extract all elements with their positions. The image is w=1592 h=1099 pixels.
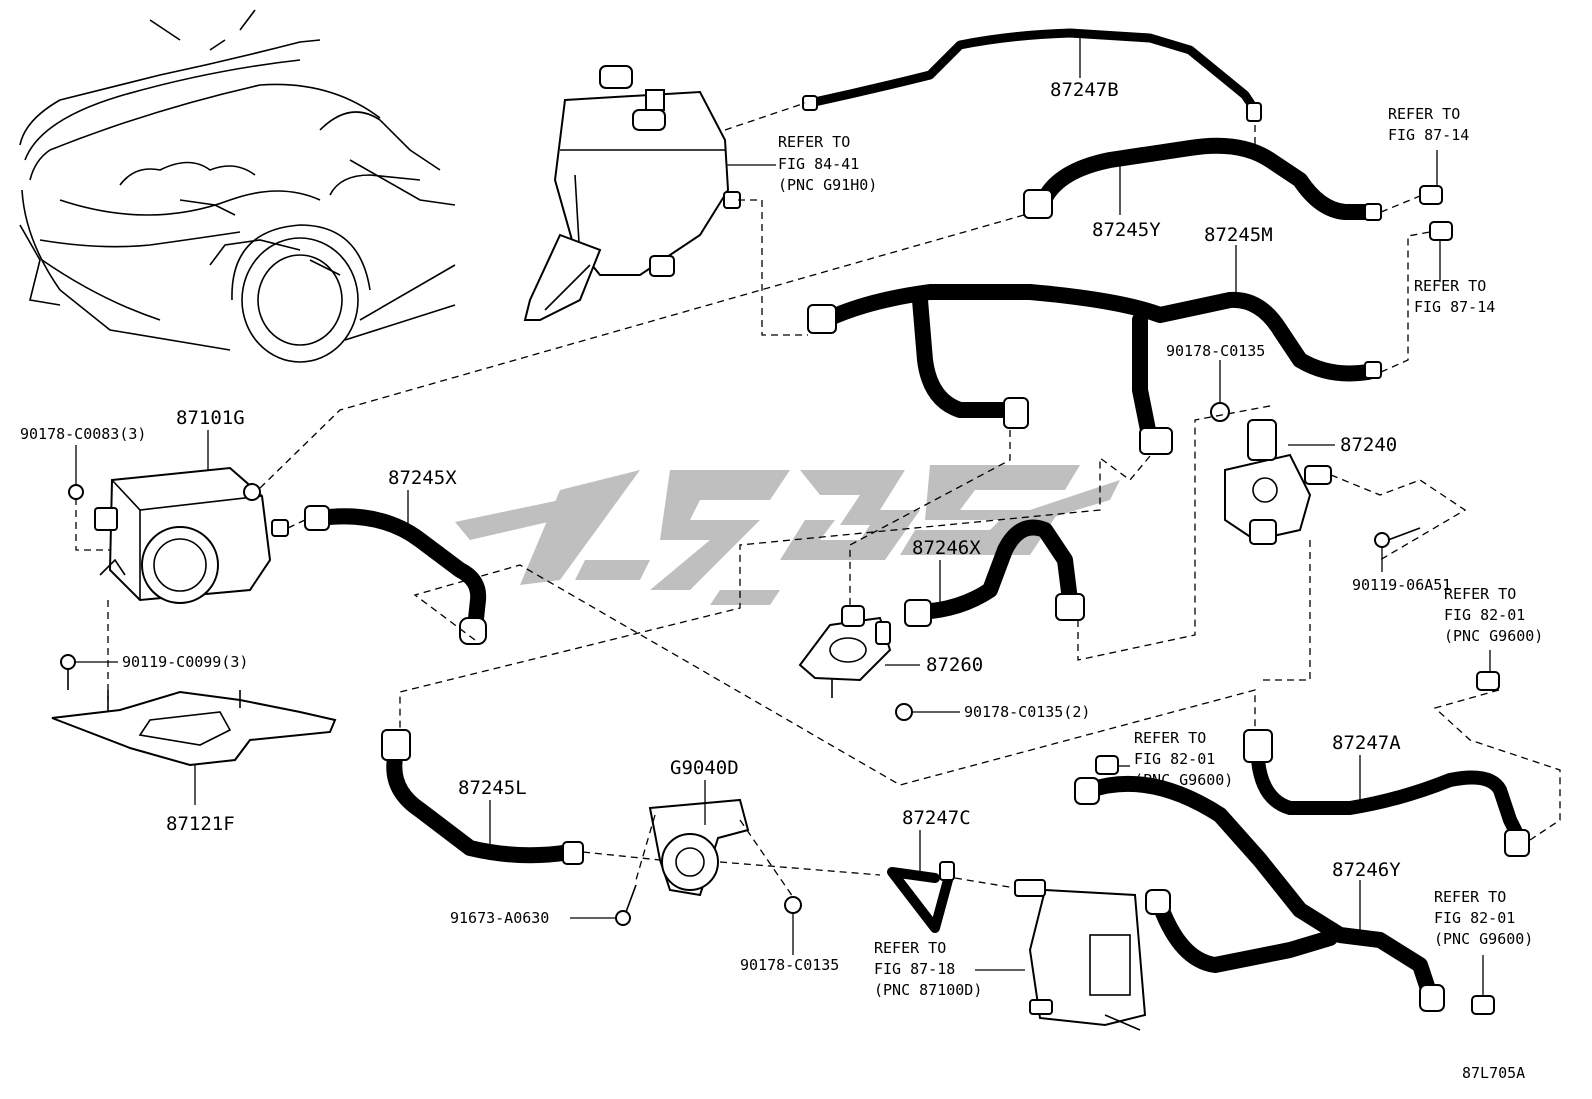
part-87247B-pipe	[802, 28, 1262, 122]
label-87245X: 87245X	[388, 467, 457, 489]
refer-line: FIG 82-01	[1434, 909, 1515, 927]
refer-line: FIG 82-01	[1134, 750, 1215, 768]
part-87246Y-hose	[1074, 775, 1445, 1012]
label-87245M: 87245M	[1204, 224, 1273, 246]
label-87245Y: 87245Y	[1092, 219, 1161, 241]
vehicle-front-illustration	[19, 9, 456, 363]
part-87246X-hose	[904, 519, 1085, 627]
refer-line: REFER TO	[1134, 729, 1206, 747]
part-87247A-hose	[1243, 729, 1530, 857]
refer-line: REFER TO	[778, 133, 850, 151]
label-87121F: 87121F	[166, 813, 235, 835]
refer-line: FIG 82-01	[1444, 606, 1525, 624]
refer-line: FIG 87-14	[1414, 298, 1495, 316]
label-87246X: 87246X	[912, 537, 981, 559]
label-90119-06A51: 90119-06A51	[1352, 576, 1451, 594]
label-87101G: 87101G	[176, 407, 245, 429]
label-87260: 87260	[926, 654, 983, 676]
label-87247C: 87247C	[902, 807, 971, 829]
refer-line: REFER TO	[1434, 888, 1506, 906]
part-87245X-hose	[304, 505, 487, 645]
cooler-unit-87100D	[1014, 879, 1147, 1031]
refer-line: FIG 84-41	[778, 155, 859, 173]
label-90178-C0135-b: 90178-C0135(2)	[964, 703, 1090, 721]
part-87240-valve	[1224, 419, 1332, 545]
part-87245M-hose	[807, 284, 1382, 455]
part-87247C-pipe	[887, 861, 955, 933]
refer-line: (PNC G9600)	[1134, 771, 1233, 789]
refer-line: (PNC G9600)	[1434, 930, 1533, 948]
part-87245L-hose	[381, 729, 584, 865]
part-87245Y-hose	[1023, 137, 1382, 221]
refer-line: (PNC G91H0)	[778, 176, 877, 194]
refer-note-fig-87-18[interactable]: REFER TO FIG 87-18 (PNC 87100D)	[874, 939, 982, 999]
label-87245L: 87245L	[458, 777, 527, 799]
small-connectors	[60, 185, 1500, 1015]
part-87260-pump	[798, 605, 892, 698]
refer-note-fig-82-01-a[interactable]: REFER TO FIG 82-01 (PNC G9600)	[1444, 585, 1543, 645]
part-87101G-pump	[94, 466, 289, 604]
refer-line: REFER TO	[1414, 277, 1486, 295]
refer-line: REFER TO	[874, 939, 946, 957]
refer-line: (PNC 87100D)	[874, 981, 982, 999]
refer-note-fig-82-01-b[interactable]: REFER TO FIG 82-01 (PNC G9600)	[1134, 729, 1233, 789]
label-90178-C0135-a: 90178-C0135	[1166, 342, 1265, 360]
refer-line: REFER TO	[1388, 105, 1460, 123]
refer-line: REFER TO	[1444, 585, 1516, 603]
label-87240: 87240	[1340, 434, 1397, 456]
label-91673-A0630: 91673-A0630	[450, 909, 549, 927]
refer-note-fig-87-14-b[interactable]: REFER TO FIG 87-14	[1414, 277, 1495, 316]
refer-note-fig-84-41[interactable]: REFER TO FIG 84-41 (PNC G91H0)	[778, 133, 877, 194]
refer-note-fig-82-01-c[interactable]: REFER TO FIG 82-01 (PNC G9600)	[1434, 888, 1533, 948]
refer-line: FIG 87-14	[1388, 126, 1469, 144]
label-87247A: 87247A	[1332, 732, 1401, 754]
label-90119-C0099: 90119-C0099(3)	[122, 653, 248, 671]
label-87246Y: 87246Y	[1332, 859, 1401, 881]
leader-lines	[75, 38, 1491, 996]
label-G9040D: G9040D	[670, 757, 739, 779]
part-G9040D-pump	[648, 798, 750, 897]
refer-line: (PNC G9600)	[1444, 627, 1543, 645]
watermark-logo	[455, 465, 1120, 605]
dashed-assembly-lines	[75, 102, 1561, 898]
refer-note-fig-87-14-a[interactable]: REFER TO FIG 87-14	[1388, 105, 1469, 144]
figure-code: 87L705A	[1462, 1064, 1525, 1082]
reservoir-tank	[523, 65, 741, 321]
refer-line: FIG 87-18	[874, 960, 955, 978]
label-87247B: 87247B	[1050, 79, 1119, 101]
part-87121F-bracket	[51, 690, 337, 767]
label-90178-C0135-c: 90178-C0135	[740, 956, 839, 974]
label-90178-C0083: 90178-C0083(3)	[20, 425, 146, 443]
